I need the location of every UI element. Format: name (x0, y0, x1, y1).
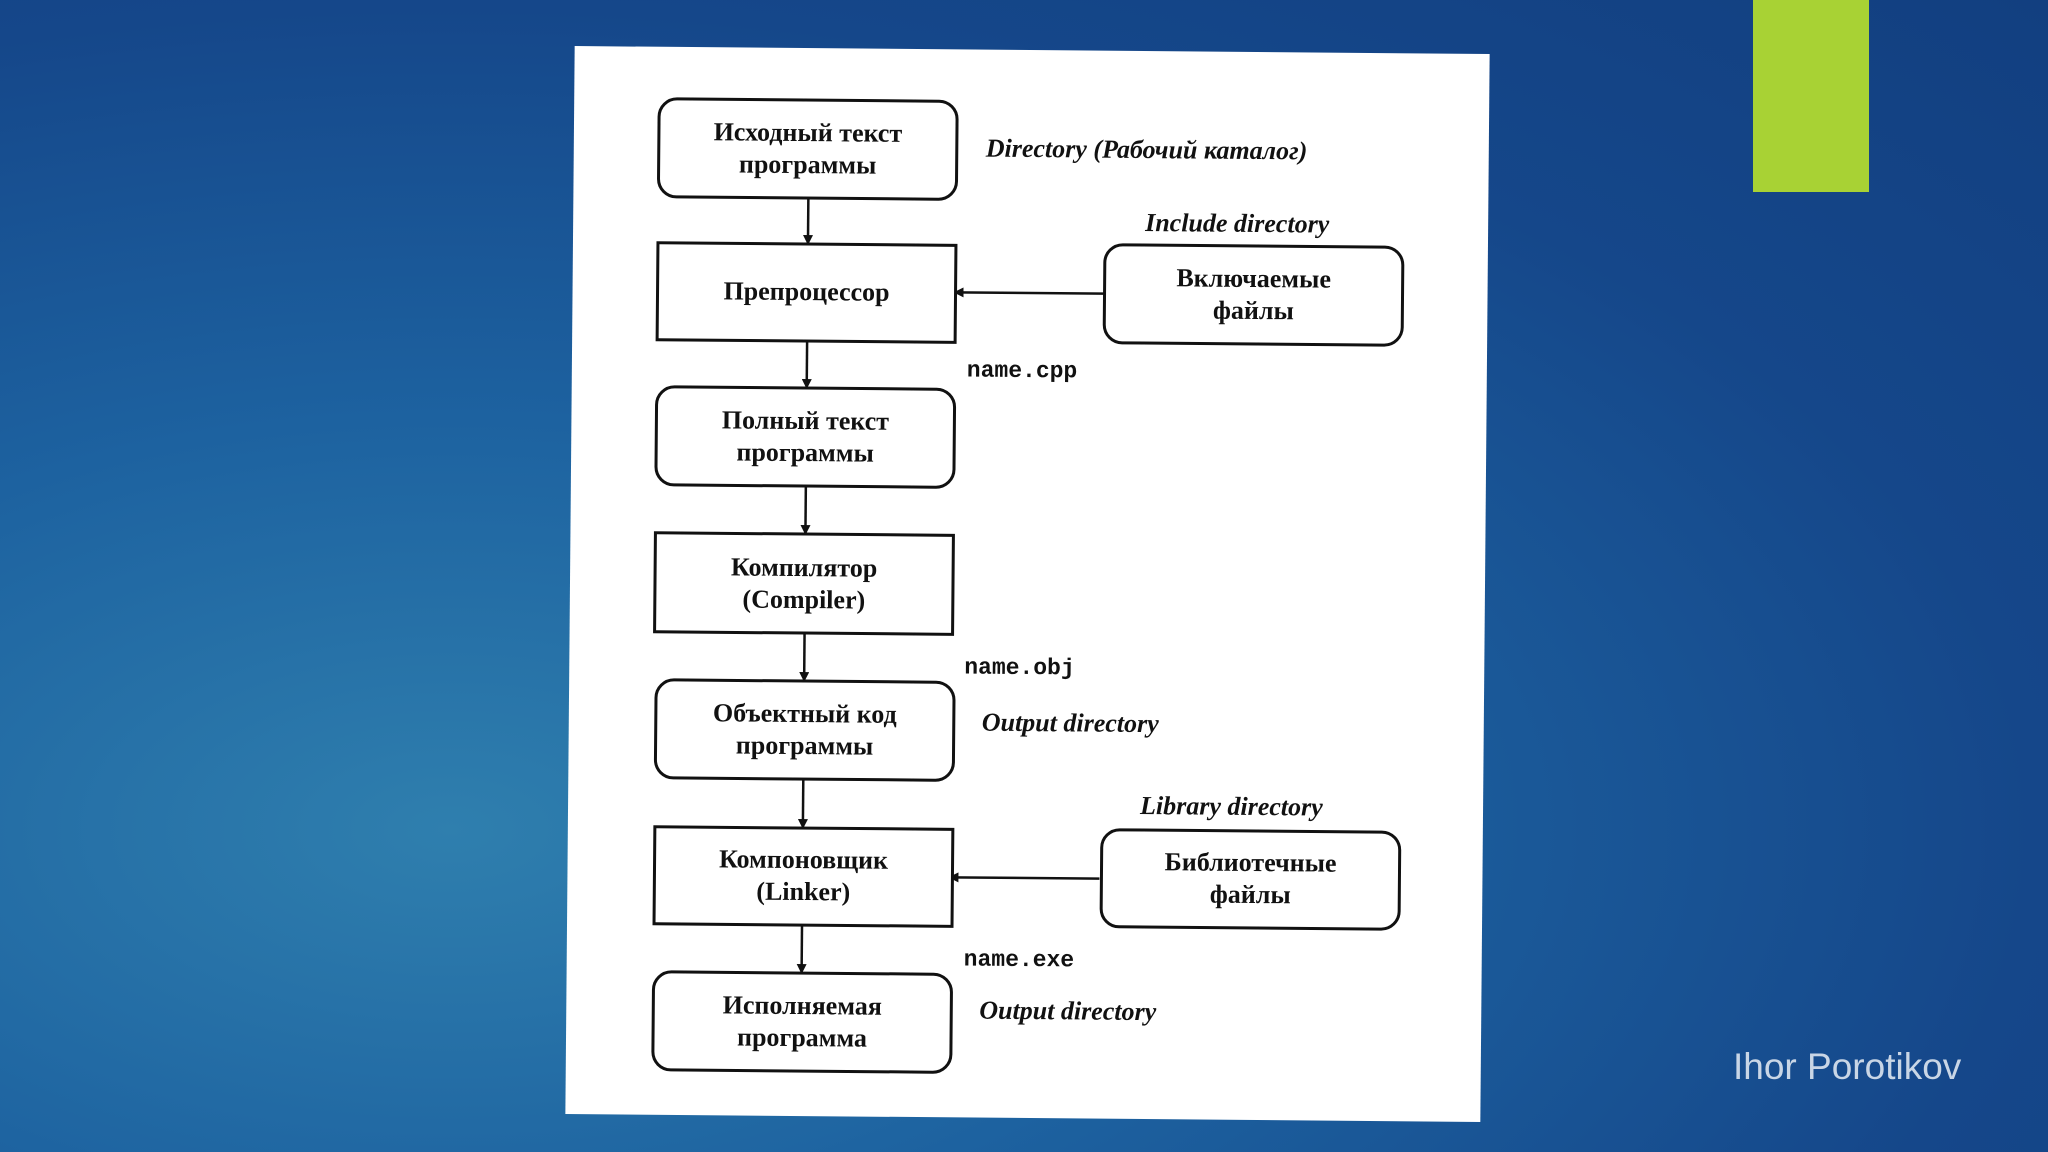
node-executable: Исполняемая программа (651, 970, 953, 1074)
node-compiler: Компилятор (Compiler) (653, 531, 955, 636)
accent-bar (1753, 0, 1869, 192)
label-library-directory: Library directory (1139, 791, 1323, 822)
diagram-sheet: Исходный текст программы Препроцессор Вк… (565, 46, 1490, 1122)
label-name-obj: name.obj (964, 654, 1075, 681)
node-full-text: Полный текст программы (654, 385, 957, 489)
edge-include-preprocessor (953, 287, 1105, 298)
label-output-directory-2: Output directory (979, 996, 1157, 1027)
svg-text:файлы: файлы (1213, 296, 1294, 326)
edge-library-linker (948, 872, 1100, 883)
edges (796, 198, 1105, 975)
label-include-directory: Include directory (1144, 208, 1330, 239)
svg-text:программы: программы (736, 437, 874, 467)
svg-text:Полный текст: Полный текст (722, 405, 890, 435)
node-include-files: Включаемые файлы (1102, 243, 1405, 347)
node-linker: Компоновщик (Linker) (652, 825, 955, 928)
node-source: Исходный текст программы (657, 97, 959, 201)
svg-text:программы: программы (736, 730, 874, 760)
svg-text:Препроцессор: Препроцессор (723, 276, 889, 306)
svg-text:Исполняемая: Исполняемая (723, 990, 882, 1020)
label-output-directory-1: Output directory (982, 708, 1160, 739)
node-library-files: Библиотечные файлы (1099, 828, 1402, 931)
svg-text:программы: программы (739, 149, 877, 179)
svg-text:(Linker): (Linker) (756, 877, 850, 907)
node-object-code: Объектный код программы (653, 678, 956, 782)
svg-text:Компилятор: Компилятор (731, 552, 878, 582)
author-name: Ihor Porotikov (1733, 1046, 1962, 1087)
svg-text:файлы: файлы (1210, 880, 1291, 910)
svg-text:Объектный код: Объектный код (713, 698, 897, 729)
svg-text:Включаемые: Включаемые (1176, 263, 1331, 293)
compilation-flowchart: Исходный текст программы Препроцессор Вк… (651, 97, 1405, 1074)
label-name-cpp: name.cpp (967, 357, 1078, 384)
svg-text:Исходный текст: Исходный текст (714, 117, 903, 148)
svg-text:Компоновщик: Компоновщик (719, 844, 888, 874)
node-preprocessor: Препроцессор (655, 241, 958, 344)
svg-text:(Compiler): (Compiler) (742, 585, 865, 615)
label-directory: Directory (Рабочий каталог) (985, 134, 1308, 166)
svg-text:программа: программа (737, 1022, 867, 1052)
label-name-exe: name.exe (964, 946, 1075, 973)
svg-text:Библиотечные: Библиотечные (1165, 847, 1337, 877)
